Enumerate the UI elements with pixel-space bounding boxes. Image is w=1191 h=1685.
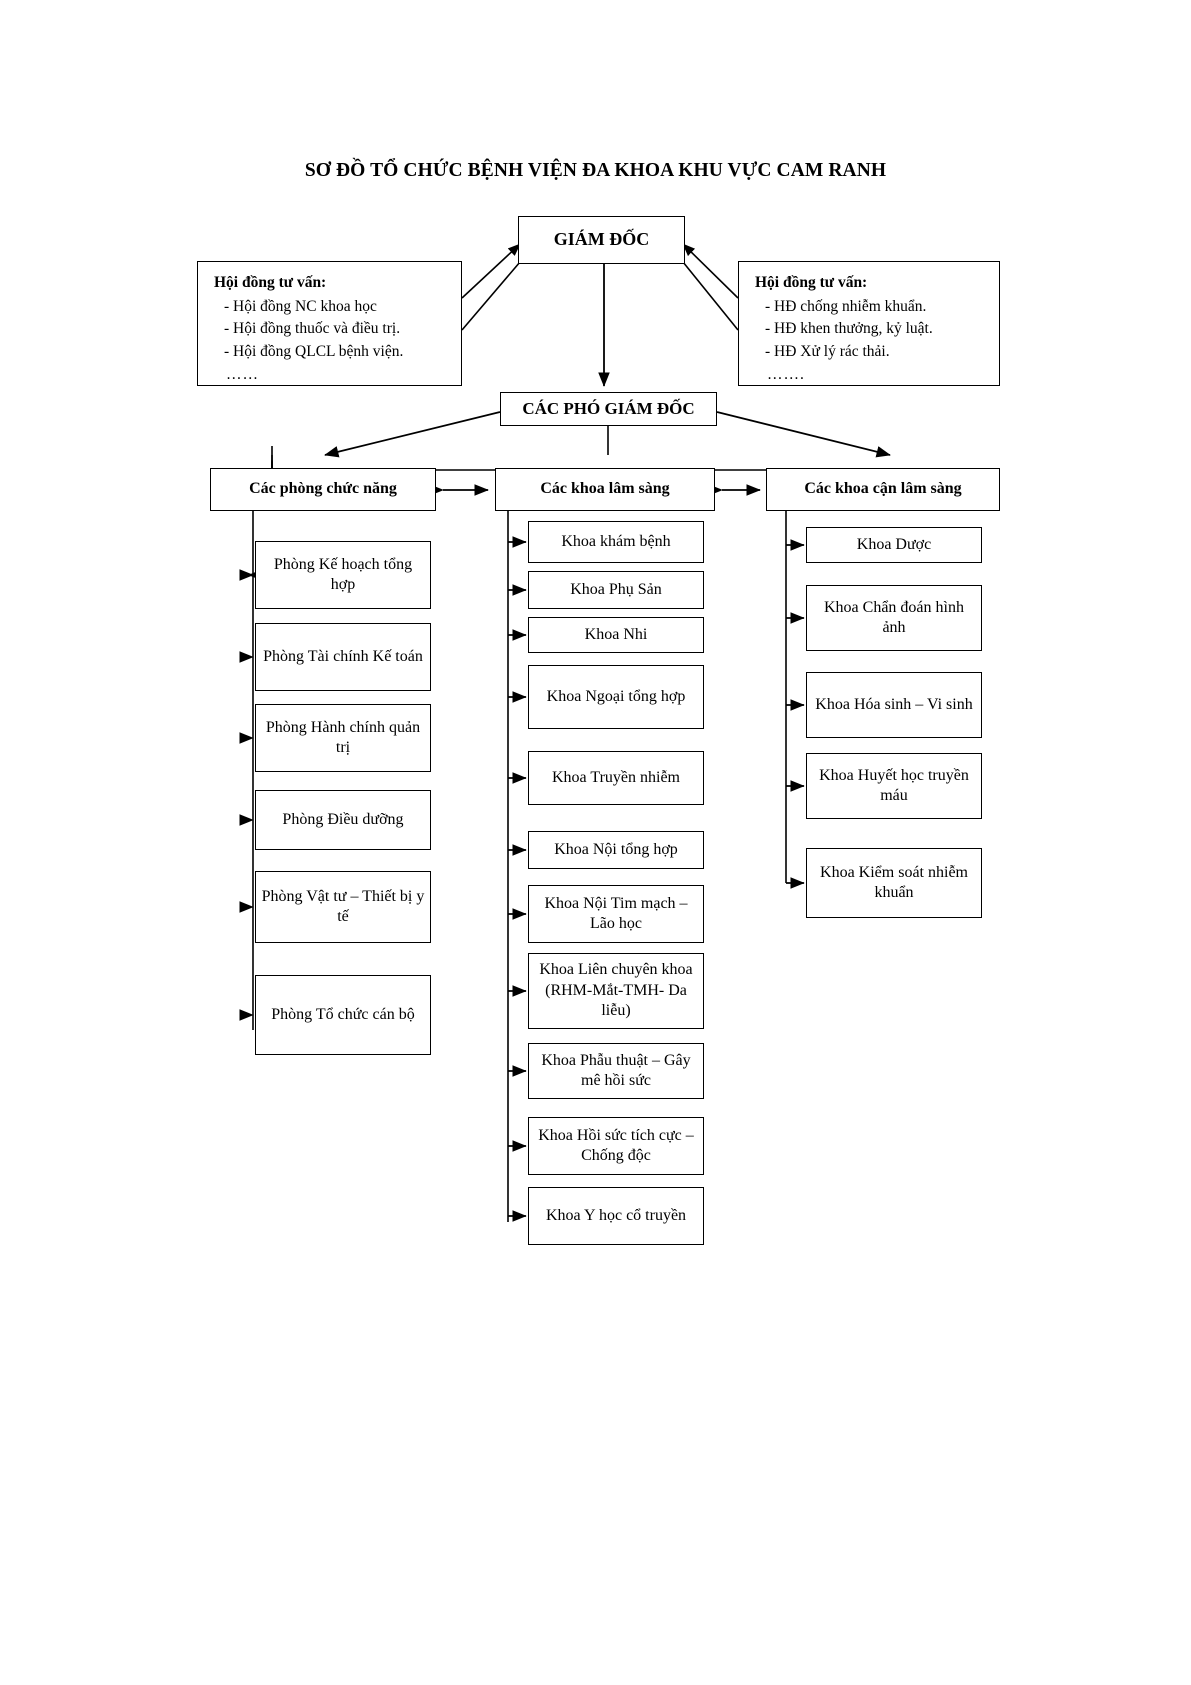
director-box[interactable]: GIÁM ĐỐC [518,216,685,264]
department-box[interactable]: Khoa Phẫu thuật – Gây mê hồi sức [528,1043,704,1099]
department-label: Khoa Dược [856,535,932,553]
department-label: Khoa Phẫu thuật – Gây mê hồi sức [541,1051,691,1089]
department-box[interactable]: Phòng Hành chính quản trị [255,704,431,772]
list-item: - Hội đồng NC khoa học [224,297,377,315]
department-box[interactable]: Phòng Điều dưỡng [255,790,431,850]
advisory-council-right-ellipsis: ……. [767,365,805,383]
page-title: SƠ ĐỒ TỔ CHỨC BỆNH VIỆN ĐA KHOA KHU VỰC … [304,160,887,181]
advisory-council-right-list: - HĐ chống nhiễm khuẩn. - HĐ khen thưởng… [755,296,987,364]
department-label: Khoa Kiểm soát nhiễm khuẩn [820,863,968,901]
deputy-directors-box[interactable]: CÁC PHÓ GIÁM ĐỐC [500,392,717,426]
department-box[interactable]: Khoa Kiểm soát nhiễm khuẩn [806,848,982,918]
department-box[interactable]: Khoa Chẩn đoán hình ảnh [806,585,982,651]
department-box[interactable]: Khoa Ngoại tổng hợp [528,665,704,729]
column-header-label: Các phòng chức năng [249,480,397,498]
department-label: Khoa Phụ Sản [570,580,662,598]
department-label: Phòng Vật tư – Thiết bị y tế [261,887,425,925]
department-label: Khoa Nhi [584,625,648,643]
advisory-council-right[interactable]: Hội đồng tư vấn: - HĐ chống nhiễm khuẩn.… [738,261,1000,386]
department-box[interactable]: Khoa Y học cổ truyền [528,1187,704,1245]
department-box[interactable]: Khoa Nội Tim mạch – Lão học [528,885,704,943]
column-header-paraclinical[interactable]: Các khoa cận lâm sàng [766,468,1000,511]
department-box[interactable]: Phòng Tài chính Kế toán [255,623,431,691]
deputy-directors-label: CÁC PHÓ GIÁM ĐỐC [522,399,695,419]
department-label: Phòng Tài chính Kế toán [263,647,423,665]
department-box[interactable]: Khoa khám bệnh [528,521,704,563]
department-label: Phòng Kế hoạch tổng hợp [273,555,413,593]
department-label: Khoa Liên chuyên khoa (RHM-Mắt-TMH- Da l… [539,961,693,1020]
department-label: Khoa Hồi sức tích cực – Chống độc [538,1126,694,1164]
column-header-label: Các khoa cận lâm sàng [804,480,962,498]
department-box[interactable]: Khoa Hồi sức tích cực – Chống độc [528,1117,704,1175]
column-header-label: Các khoa lâm sàng [540,480,670,498]
list-item: - HĐ khen thưởng, kỷ luật. [765,320,933,338]
department-box[interactable]: Phòng Kế hoạch tổng hợp [255,541,431,609]
department-label: Khoa Chẩn đoán hình ảnh [824,598,964,636]
department-label: Khoa Y học cổ truyền [545,1206,687,1224]
list-item: - Hội đồng QLCL bệnh viện. [224,342,404,360]
department-box[interactable]: Khoa Nội tổng hợp [528,831,704,869]
list-item: - Hội đồng thuốc và điều trị. [224,320,401,338]
department-label: Khoa Ngoại tổng hợp [546,687,686,705]
advisory-council-left-heading: Hội đồng tư vấn: [214,274,327,291]
department-box[interactable]: Khoa Nhi [528,617,704,653]
department-box[interactable]: Phòng Tổ chức cán bộ [255,975,431,1055]
department-box[interactable]: Khoa Phụ Sản [528,571,704,609]
advisory-council-left-ellipsis: …… [226,365,259,383]
list-item: - HĐ Xử lý rác thải. [765,342,890,360]
advisory-council-right-heading: Hội đồng tư vấn: [755,274,868,291]
department-label: Phòng Tổ chức cán bộ [271,1005,415,1023]
column-header-functional[interactable]: Các phòng chức năng [210,468,436,511]
advisory-council-left[interactable]: Hội đồng tư vấn: - Hội đồng NC khoa học … [197,261,462,386]
column-header-clinical[interactable]: Các khoa lâm sàng [495,468,715,511]
department-label: Khoa Nội tổng hợp [554,840,678,858]
department-label: Khoa Huyết học truyền máu [819,766,969,804]
department-box[interactable]: Khoa Liên chuyên khoa (RHM-Mắt-TMH- Da l… [528,953,704,1029]
department-box[interactable]: Phòng Vật tư – Thiết bị y tế [255,871,431,943]
advisory-council-left-list: - Hội đồng NC khoa học - Hội đồng thuốc … [214,296,449,364]
department-label: Khoa Nội Tim mạch – Lão học [544,894,688,932]
department-label: Khoa khám bệnh [561,532,671,550]
department-label: Khoa Hóa sinh – Vi sinh [815,695,973,713]
department-box[interactable]: Khoa Hóa sinh – Vi sinh [806,672,982,738]
department-label: Phòng Điều dưỡng [282,810,404,828]
department-box[interactable]: Khoa Huyết học truyền máu [806,753,982,819]
list-item: - HĐ chống nhiễm khuẩn. [765,297,927,315]
department-box[interactable]: Khoa Truyền nhiễm [528,751,704,805]
department-label: Phòng Hành chính quản trị [265,718,421,756]
department-label: Khoa Truyền nhiễm [552,768,680,786]
director-label: GIÁM ĐỐC [553,229,650,250]
department-box[interactable]: Khoa Dược [806,527,982,563]
